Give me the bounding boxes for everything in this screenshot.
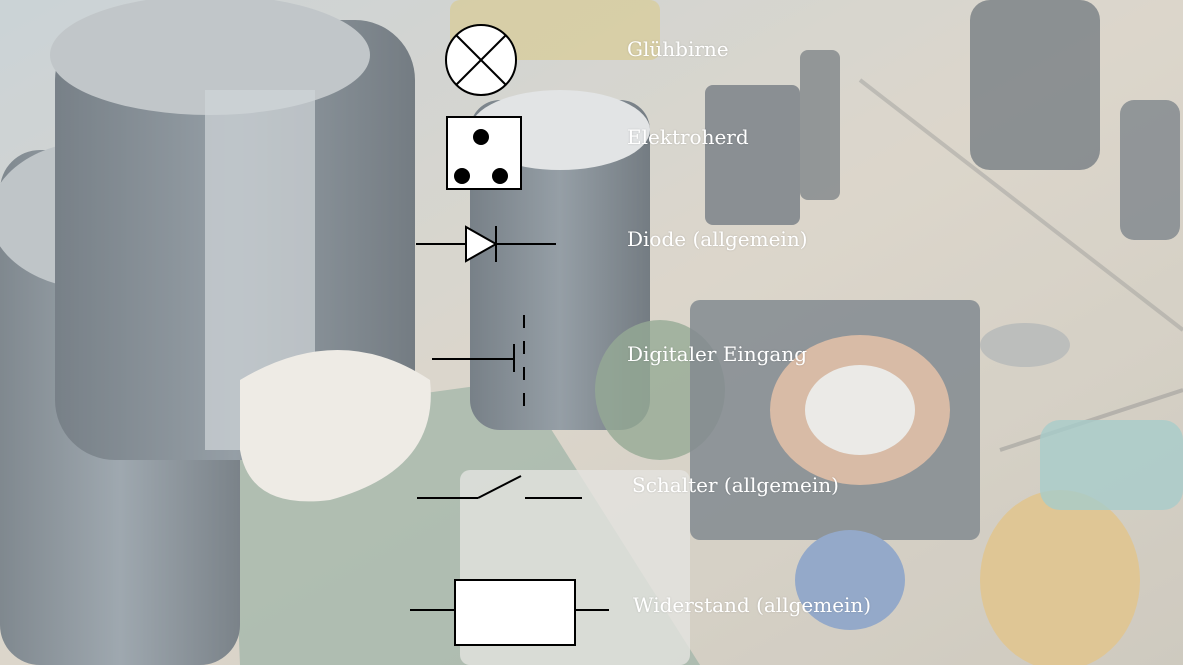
digitaler-eingang-symbol	[432, 315, 525, 407]
diode-label: Diode (allgemein)	[627, 227, 808, 251]
gluehbirne-symbol	[445, 24, 517, 96]
gluehbirne-label: Glühbirne	[627, 37, 729, 61]
widerstand-label: Widerstand (allgemein)	[633, 593, 872, 617]
diode-symbol	[416, 225, 556, 263]
elektroherd-symbol	[446, 116, 522, 190]
widerstand-symbol	[410, 579, 609, 646]
digitaler-eingang-label: Digitaler Eingang	[627, 342, 808, 366]
schalter-label: Schalter (allgemein)	[632, 473, 839, 497]
schalter-symbol	[417, 475, 582, 499]
elektroherd-label: Elektroherd	[627, 125, 749, 149]
